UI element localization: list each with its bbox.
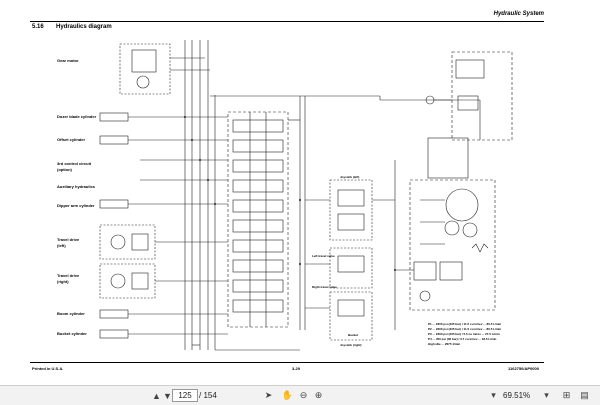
hydraulic-diagram — [99, 40, 513, 351]
pressure-note-p2: P2 ... 2300 psi (235 bar) / 11.5 cu in/r… — [428, 327, 502, 331]
label-gear-motor: Gear motor — [57, 58, 79, 63]
pressure-note-p3: P3 ... 2300 psi (235 bar) / 5.5 cu in/re… — [428, 332, 500, 336]
label-dozer-blade-cylinder: Dozer blade cylinder — [57, 114, 97, 119]
pressure-note-p4: P4 ... 450 psi (30 bar) / 3.7 cu in/rev … — [428, 337, 497, 341]
zoom-in-icon[interactable]: ⊕ — [314, 390, 323, 400]
header-title: Hydraulic System — [493, 11, 544, 17]
fit-page-icon[interactable]: ⊞ — [562, 390, 571, 400]
label-dipper-arm-cylinder: Dipper arm cylinder — [57, 203, 95, 208]
label-joystick-right: Joystick (right) — [340, 343, 362, 347]
section-title: Hydraulics diagram — [56, 24, 112, 30]
label-travel-drive-right-side: (right) — [57, 279, 69, 284]
next-page-icon[interactable]: ▼ — [163, 390, 172, 401]
sidebar-toggle-icon[interactable]: ▤ — [580, 390, 589, 400]
document-page: Hydraulic System 5.16 Hydraulics diagram — [30, 11, 544, 371]
zoom-out-icon[interactable]: ⊖ — [299, 390, 308, 400]
footer-document-id: 1162750/AP0000 — [508, 366, 539, 371]
page-number-input[interactable]: 125 — [172, 389, 198, 402]
label-auxiliary-hydraulics: Auxiliary hydraulics — [57, 184, 96, 189]
viewer-toolbar: ▲ ▼ 125 / 154 ➤ ✋ ⊖ ⊕ ▾ 69.51% ▾ ⊞ ▤ — [0, 385, 600, 405]
label-third-circuit-option: (option) — [57, 167, 72, 172]
pressure-note-p1: P1 ... 2300 psi (235 bar) / 11.5 cu in/r… — [428, 322, 502, 326]
footer-printed: Printed in U.S.A. — [32, 366, 64, 371]
label-right-travel-valve: Right travel valve — [312, 285, 337, 289]
zoom-level[interactable]: 69.51% — [503, 391, 531, 400]
label-offset-cylinder: Offset cylinder — [57, 137, 86, 142]
label-boom-cylinder: Boom cylinder — [57, 311, 85, 316]
footer-page-number: 3-29 — [292, 366, 301, 371]
label-left-travel-valve: Left travel valve — [312, 254, 335, 258]
label-third-circuit: 3rd control circuit — [57, 161, 92, 166]
zoom-menu-chevron-icon[interactable]: ▾ — [544, 390, 549, 400]
pressure-note-high-idle: High idle ... 2675 1/min — [428, 342, 461, 346]
label-travel-drive-right: Travel drive — [57, 273, 80, 278]
page-total: / 154 — [199, 391, 217, 400]
section-number: 5.16 — [32, 24, 44, 30]
prev-page-icon[interactable]: ▲ — [152, 390, 161, 401]
header-rule — [30, 21, 544, 22]
label-bucket-cylinder: Bucket cylinder — [57, 331, 87, 336]
hand-tool-icon[interactable]: ✋ — [281, 390, 294, 400]
label-joystick-left: Joystick (left) — [340, 175, 360, 179]
footer-rule — [30, 362, 544, 363]
label-travel-drive-left: Travel drive — [57, 237, 80, 242]
pointer-tool-icon[interactable]: ➤ — [264, 390, 273, 400]
label-travel-drive-left-side: (left) — [57, 243, 66, 248]
zoom-dropdown-icon[interactable]: ▾ — [491, 390, 496, 400]
label-bucket: Bucket — [348, 333, 359, 337]
